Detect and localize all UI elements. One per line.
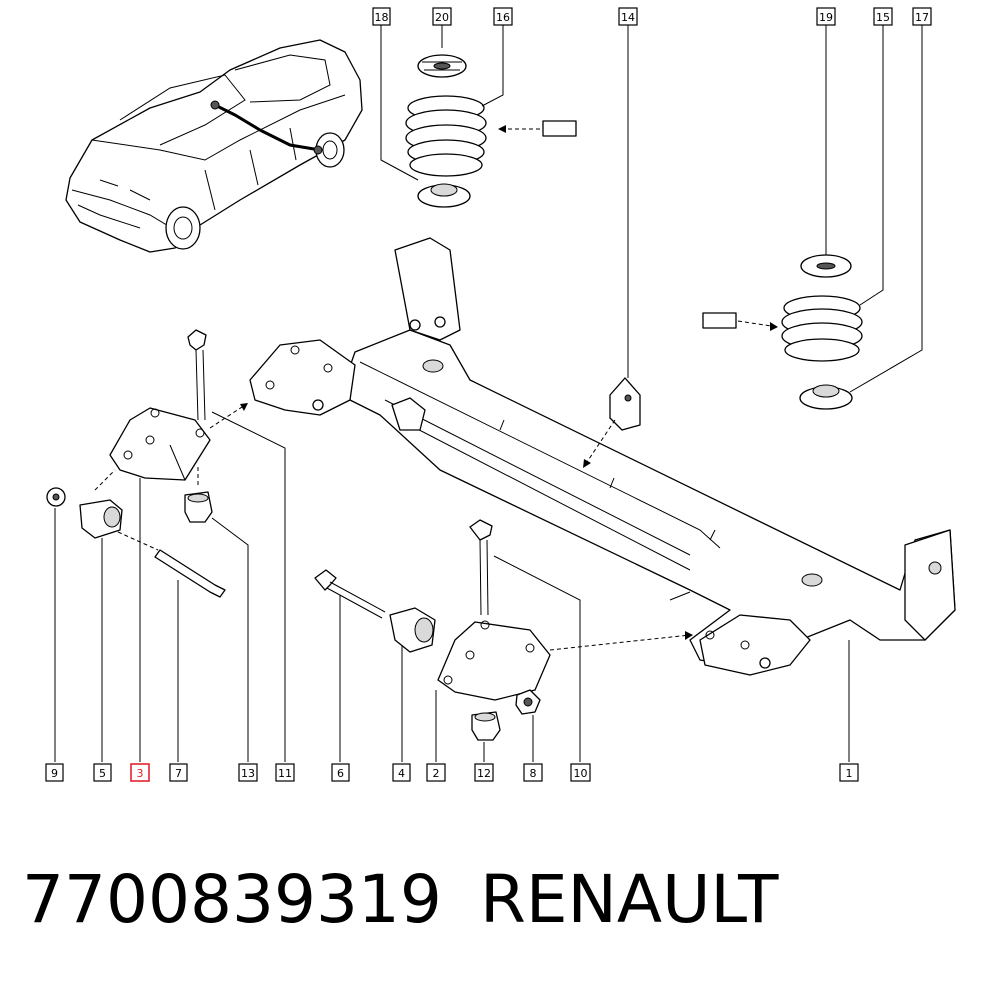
callout-label: 15 [876,11,890,24]
part-number: 7700839319 [22,861,442,938]
callout-label: 11 [278,767,292,780]
rear-spring-assembly-left [405,54,577,208]
callout-10: 10 [570,763,591,782]
spring-marker-box-left [542,120,577,137]
callout-4: 4 [392,763,411,782]
callout-12: 12 [474,763,494,782]
callout-label: 5 [99,767,106,780]
callout-label: 14 [621,11,635,24]
callout-11: 11 [275,763,295,782]
callout-2: 2 [426,763,446,782]
callout-7: 7 [169,763,188,782]
callout-label: 4 [398,767,405,780]
callout-label: 1 [846,767,853,780]
callout-8: 8 [523,763,543,782]
callout-label-highlighted: 3 [137,767,144,780]
callout-9: 9 [45,763,64,782]
callout-6: 6 [331,763,350,782]
callouts: 18 20 16 14 19 15 17 9 5 3 7 13 11 6 4 2… [45,7,932,782]
callout-label: 20 [435,11,449,24]
callout-label: 19 [819,11,833,24]
callout-19: 19 [816,7,836,26]
callout-label: 6 [337,767,344,780]
callout-label: 18 [375,11,389,24]
callout-1: 1 [839,763,859,782]
callout-14: 14 [618,7,638,26]
callout-16: 16 [493,7,513,26]
callout-label: 13 [241,767,255,780]
rear-axle-beam [249,237,956,676]
leader-lines [54,24,923,762]
car-illustration [65,39,363,253]
rear-spring-assembly-right [702,254,863,410]
callout-label: 17 [915,11,929,24]
callout-5: 5 [93,763,112,782]
callout-3: 3 [130,763,150,782]
callout-label: 10 [574,767,588,780]
callout-label: 2 [433,767,440,780]
callout-label: 7 [175,767,182,780]
brand-name: RENAULT [480,861,779,938]
bump-stop-bracket [583,377,641,468]
callout-label: 12 [477,767,491,780]
callout-15: 15 [873,7,893,26]
callout-13: 13 [238,763,258,782]
callout-20: 20 [432,7,452,26]
callout-label: 8 [530,767,537,780]
callout-label: 16 [496,11,510,24]
callout-18: 18 [372,7,391,26]
right-bracket-assembly [314,519,693,741]
spring-marker-box-right [702,312,737,329]
callout-label: 9 [51,767,58,780]
callout-17: 17 [912,7,932,26]
left-bracket-assembly [46,329,248,598]
